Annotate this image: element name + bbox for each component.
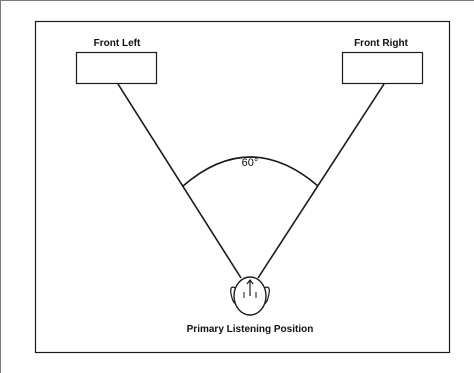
angle-arc: [182, 156, 319, 187]
right-sight-line: [257, 83, 385, 279]
listener-label: Primary Listening Position: [187, 324, 314, 335]
angle-label: 60°: [242, 157, 259, 169]
diagram-border: [34, 20, 451, 354]
left-sight-line: [117, 83, 242, 279]
front-right-label: Front Right: [354, 38, 409, 49]
front-left-speaker: [75, 51, 158, 85]
front-left-label: Front Left: [94, 38, 141, 49]
front-right-speaker: [341, 51, 424, 85]
listener-head-icon: [230, 276, 270, 316]
